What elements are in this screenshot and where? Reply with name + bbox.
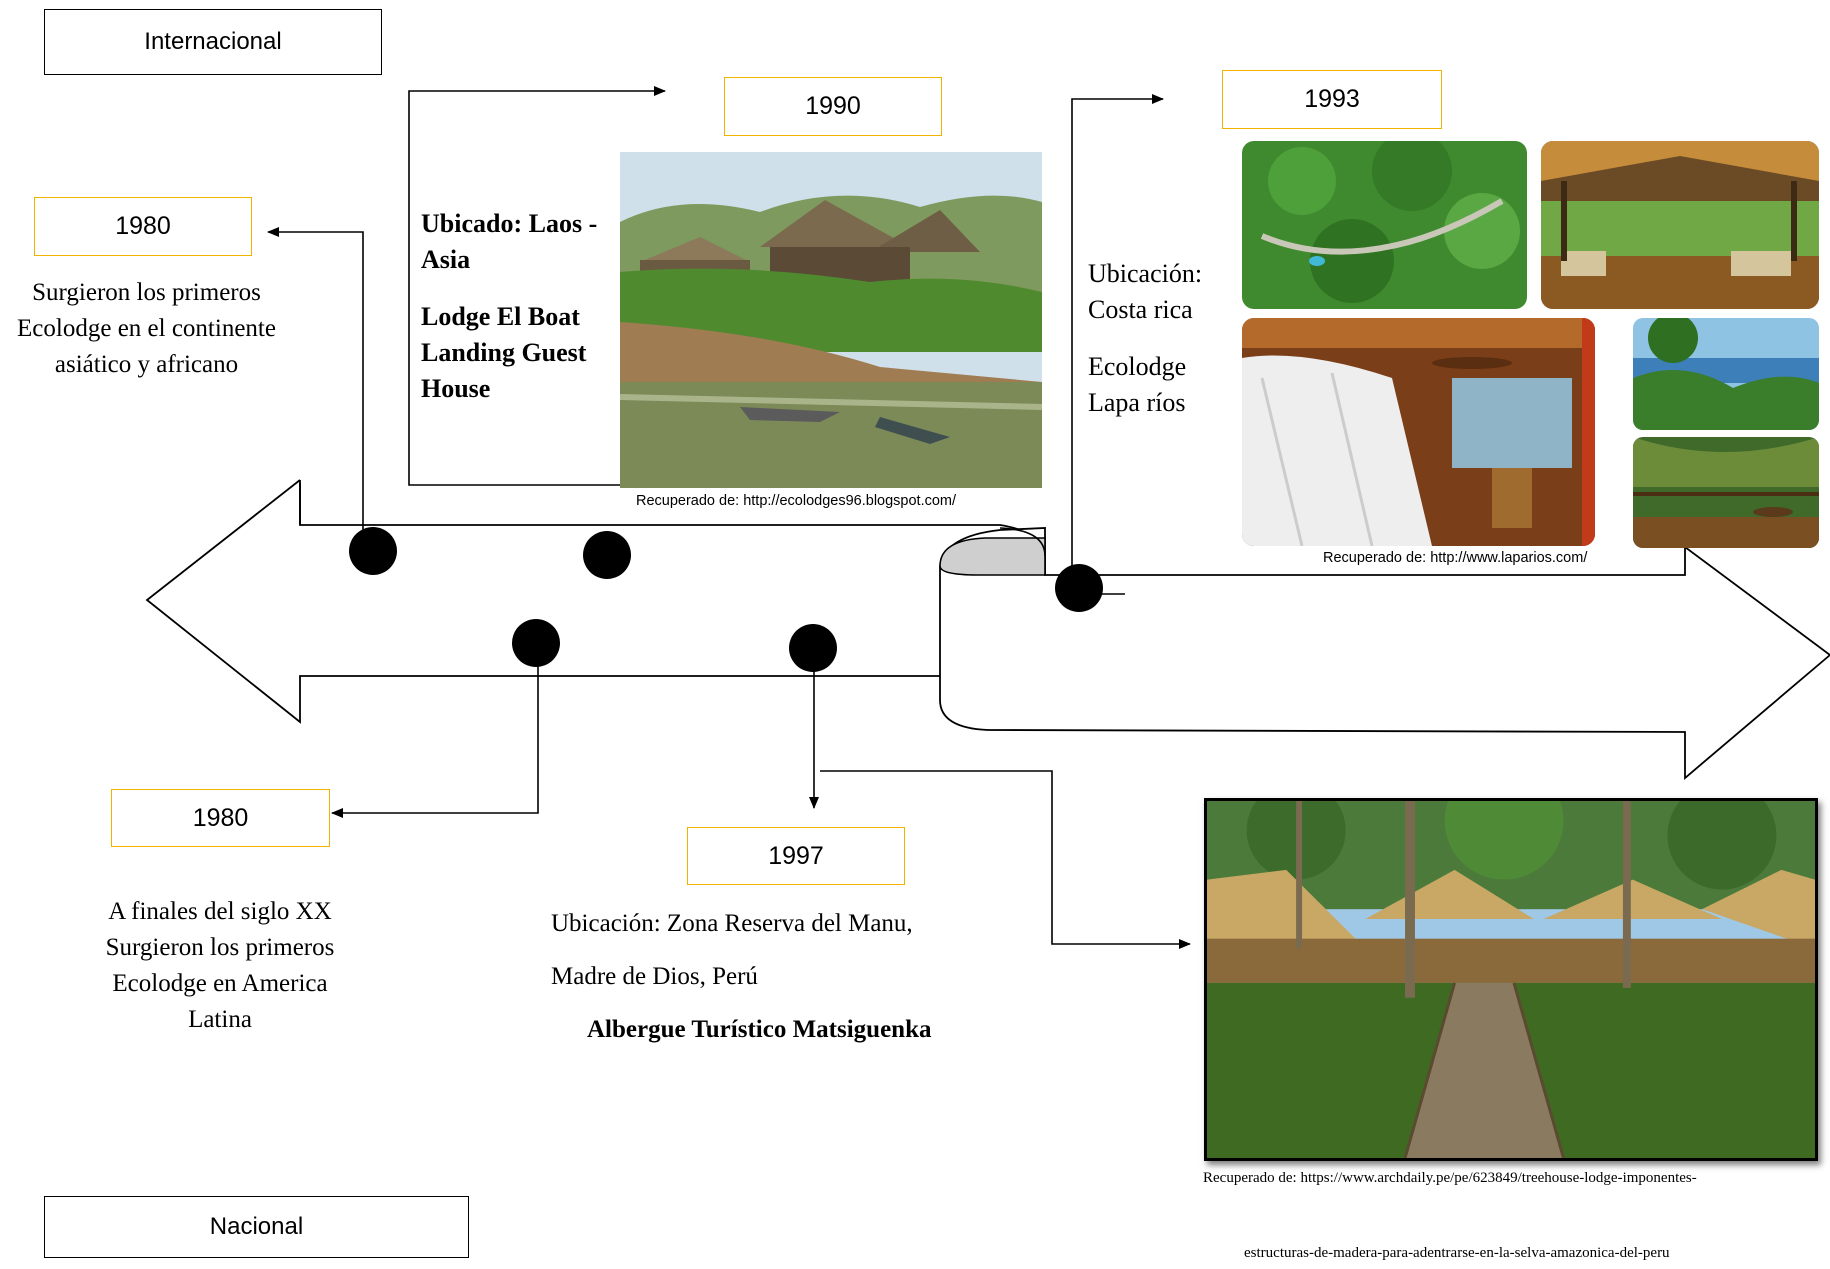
- manu-location-line1: Ubicación: Zona Reserva del Manu,: [551, 910, 913, 937]
- costa-rica-lodge-name: Ecolodge Lapa ríos: [1088, 352, 1187, 417]
- costa-rica-source-caption: Recuperado de: http://www.laparios.com/: [1323, 550, 1588, 566]
- year-1993: 1993: [1222, 70, 1442, 129]
- laos-lodge-name: Lodge El Boat Landing Guest House: [421, 302, 587, 403]
- year-1990: 1990: [724, 77, 942, 136]
- arrow-left-shape: [145, 479, 1046, 724]
- category-national: Nacional: [44, 1196, 469, 1258]
- year-1980-asia: 1980: [34, 197, 252, 256]
- laos-location: Ubicado: Laos - Asia: [421, 209, 598, 274]
- laos-source-caption: Recuperado de: http://ecolodges96.blogsp…: [636, 493, 957, 509]
- manu-lodge-photo: [1204, 798, 1818, 1161]
- manu-location-line2: Madre de Dios, Perú: [551, 963, 758, 990]
- costa-rica-view-photo: [1633, 318, 1819, 430]
- year-1980-latam: 1980: [111, 789, 330, 847]
- costa-rica-aerial-photo: [1242, 141, 1527, 309]
- costa-rica-bedroom-photo: [1242, 318, 1595, 546]
- costa-rica-deck-photo: [1633, 437, 1819, 548]
- costa-rica-location-value: Costa rica: [1088, 295, 1193, 324]
- asia-africa-description: Surgieron los primeros Ecolodge en el co…: [17, 279, 276, 378]
- timeline-dot: [1055, 564, 1103, 612]
- costa-rica-lounge-photo: [1541, 141, 1819, 309]
- timeline-dot: [512, 619, 560, 667]
- latin-america-description: A finales del siglo XX Surgieron los pri…: [105, 898, 335, 1033]
- costa-rica-location: Ubicación: Costa rica: [1088, 256, 1238, 328]
- manu-source-caption-line2: estructuras-de-madera-para-adentrarse-en…: [1244, 1245, 1670, 1261]
- costa-rica-location-label: Ubicación:: [1088, 259, 1203, 288]
- category-international: Internacional: [44, 9, 382, 75]
- timeline-dot: [583, 531, 631, 579]
- manu-source-caption-line1: Recuperado de: https://www.archdaily.pe/…: [1203, 1170, 1697, 1186]
- manu-lodge-name: Albergue Turístico Matsiguenka: [587, 1016, 932, 1043]
- year-1997: 1997: [687, 827, 905, 885]
- laos-lodge-photo: [620, 152, 1042, 488]
- timeline-dot: [349, 527, 397, 575]
- timeline-dot: [789, 624, 837, 672]
